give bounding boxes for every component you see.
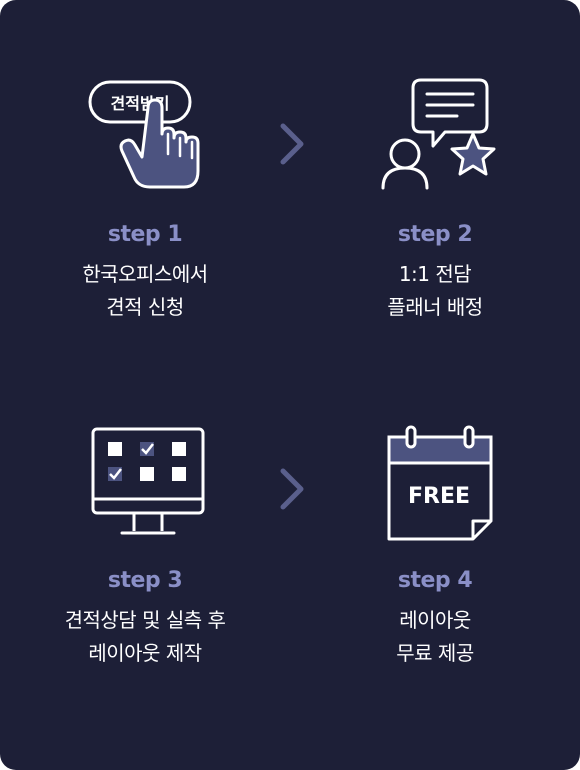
- step-4-line-2: 무료 제공: [396, 641, 474, 665]
- free-icon-text: FREE: [408, 484, 470, 509]
- step-3-line-2: 레이아웃 제작: [88, 641, 202, 665]
- planner-chat-star-icon: [381, 78, 496, 190]
- hand-click-icon: 견적받기: [88, 80, 200, 189]
- step-3-label: step 3: [107, 568, 183, 593]
- step-2-label: step 2: [397, 222, 473, 247]
- step-4-label: step 4: [397, 568, 473, 593]
- monitor-checklist-icon: [91, 427, 205, 535]
- step-1-description: 한국오피스에서 견적 신청: [0, 258, 290, 324]
- step-2-description: 1:1 전담 플래너 배정: [290, 258, 580, 324]
- step-3-line-1: 견적상담 및 실측 후: [64, 608, 226, 632]
- step-2-line-2: 플래너 배정: [387, 295, 483, 319]
- chevron-right-icon: [280, 468, 304, 510]
- step-3: step 3 견적상담 및 실측 후 레이아웃 제작: [0, 385, 290, 770]
- step-1-label: step 1: [107, 222, 183, 247]
- step-4-line-1: 레이아웃: [399, 608, 471, 632]
- step-1-line-2: 견적 신청: [106, 295, 184, 319]
- free-calendar-icon: FREE: [387, 425, 493, 541]
- step-1: 견적받기 step 1 한국오피스에서 견적 신청: [0, 0, 290, 385]
- chevron-right-icon: [280, 123, 304, 165]
- step-4-description: 레이아웃 무료 제공: [290, 604, 580, 670]
- step-2-line-1: 1:1 전담: [398, 262, 472, 286]
- step-4: FREE step 4 레이아웃 무료 제공: [290, 385, 580, 770]
- step-3-description: 견적상담 및 실측 후 레이아웃 제작: [0, 604, 290, 670]
- step-1-line-1: 한국오피스에서: [82, 262, 208, 286]
- step-2: step 2 1:1 전담 플래너 배정: [290, 0, 580, 385]
